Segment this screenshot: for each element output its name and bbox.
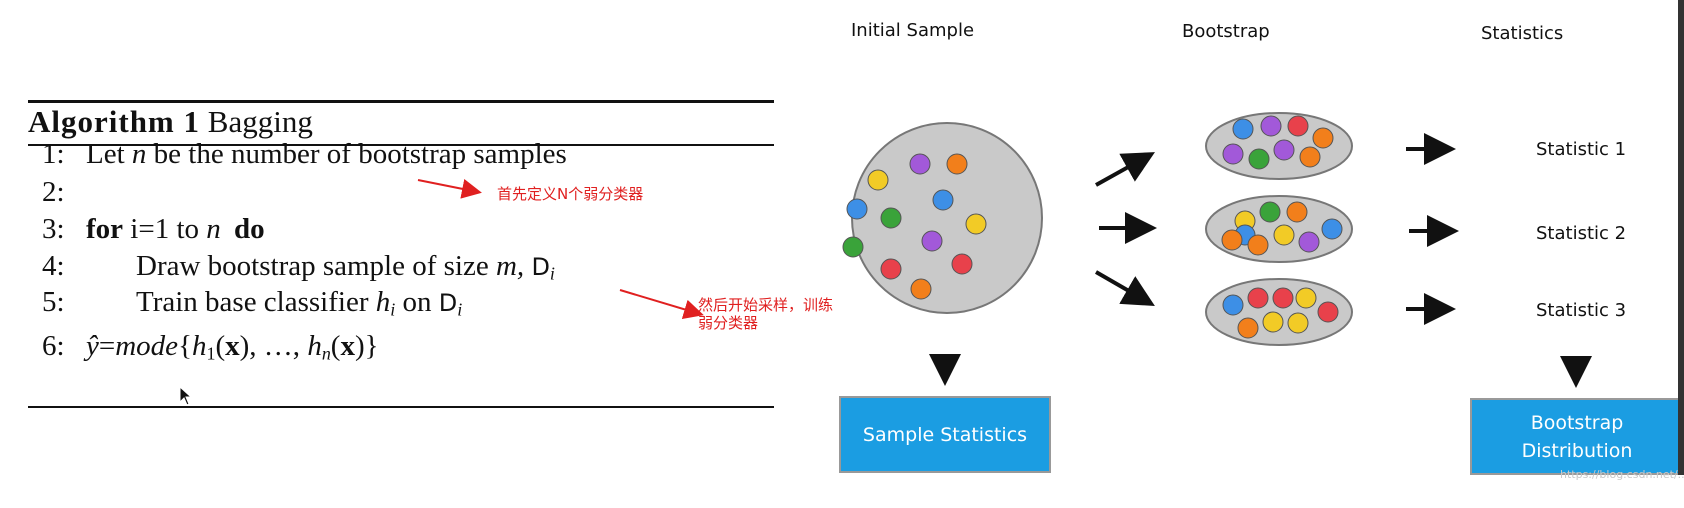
dot-blue bbox=[1232, 118, 1254, 140]
line-number: 1: bbox=[42, 138, 65, 170]
dot-green bbox=[842, 236, 864, 258]
line-number: 6: bbox=[42, 330, 65, 362]
line-1-text: Let n be the number of bootstrap samples bbox=[86, 138, 567, 170]
dot-yellow bbox=[867, 169, 889, 191]
algo-line-1: 1: Let n be the number of bootstrap sampl… bbox=[42, 138, 567, 171]
mid-rule bbox=[28, 144, 774, 146]
annotation-arrow-2 bbox=[619, 289, 704, 319]
line-number: 3: bbox=[42, 213, 65, 245]
header-bootstrap: Bootstrap bbox=[1182, 21, 1270, 42]
annotation-note-2-line2: 弱分类器 bbox=[698, 314, 759, 332]
watermark: https://blog.csdn.net/... bbox=[1560, 468, 1684, 481]
dot-yellow bbox=[1287, 312, 1309, 334]
dot-orange bbox=[1286, 201, 1308, 223]
statistic-2: Statistic 2 bbox=[1536, 223, 1627, 244]
dot-red bbox=[1247, 287, 1269, 309]
dot-purple bbox=[1273, 139, 1295, 161]
dot-orange bbox=[1221, 229, 1243, 251]
line-number: 5: bbox=[42, 286, 65, 318]
sample-statistics-box: Sample Statistics bbox=[839, 396, 1051, 473]
dot-orange bbox=[1237, 317, 1259, 339]
dot-purple bbox=[1260, 115, 1282, 137]
top-rule bbox=[28, 100, 774, 103]
algorithm-title: Algorithm 1 Bagging bbox=[28, 104, 313, 140]
dot-green bbox=[880, 207, 902, 229]
dot-orange bbox=[1312, 127, 1334, 149]
statistic-3: Statistic 3 bbox=[1536, 300, 1627, 321]
subscript: i bbox=[390, 299, 396, 320]
header-initial-sample: Initial Sample bbox=[851, 20, 975, 41]
dot-green bbox=[1248, 148, 1270, 170]
algo-line-5: 5:Train base classifier hi on Di bbox=[42, 286, 462, 320]
loop-range: i=1 to bbox=[130, 213, 200, 245]
distribution-label-line1: Bootstrap bbox=[1530, 411, 1624, 434]
dot-blue bbox=[932, 189, 954, 211]
keyword-for: for bbox=[86, 213, 124, 245]
dot-red bbox=[1272, 287, 1294, 309]
distribution-label-line2: Distribution bbox=[1521, 439, 1633, 462]
header-statistics: Statistics bbox=[1481, 23, 1564, 44]
line-5-text: Train base classifier bbox=[136, 286, 369, 318]
dot-orange bbox=[1299, 146, 1321, 168]
dataset-symbol: D bbox=[438, 289, 458, 317]
arrow-to-bootstrap-3 bbox=[1095, 270, 1155, 306]
dot-red bbox=[1317, 301, 1339, 323]
algorithm-label: Algorithm 1 bbox=[28, 104, 201, 139]
statistic-1: Statistic 1 bbox=[1536, 139, 1627, 160]
dot-yellow bbox=[965, 213, 987, 235]
algorithm-name: Bagging bbox=[207, 104, 313, 139]
subscript: i bbox=[457, 299, 463, 320]
dot-purple bbox=[909, 153, 931, 175]
mouse-cursor-icon bbox=[179, 386, 193, 406]
dot-orange bbox=[946, 153, 968, 175]
window-edge bbox=[1678, 0, 1684, 475]
dataset-symbol: D bbox=[531, 253, 550, 281]
line-number: 4: bbox=[42, 250, 65, 282]
dot-blue bbox=[1321, 218, 1343, 240]
dot-blue bbox=[846, 198, 868, 220]
keyword-do: do bbox=[234, 213, 265, 245]
subscript: i bbox=[549, 263, 555, 284]
dot-blue bbox=[1222, 294, 1244, 316]
loop-variable: n bbox=[206, 213, 221, 245]
dot-purple bbox=[1222, 143, 1244, 165]
annotation-arrows bbox=[417, 179, 704, 319]
dot-purple bbox=[921, 230, 943, 252]
arrow-to-bootstrap-1 bbox=[1095, 152, 1155, 187]
annotation-note-1: 首先定义N个弱分类器 bbox=[497, 185, 644, 203]
dot-green bbox=[1259, 201, 1281, 223]
classifier-symbol: h bbox=[375, 286, 391, 318]
initial-sample-dots bbox=[842, 153, 987, 300]
dot-yellow bbox=[1295, 287, 1317, 309]
dot-yellow bbox=[1262, 311, 1284, 333]
algo-line-2: 2: bbox=[42, 176, 86, 209]
bottom-rule bbox=[28, 406, 774, 408]
bootstrap-dots bbox=[1221, 115, 1343, 339]
algo-line-4: 4: Draw bootstrap sample of size m, Di bbox=[42, 250, 555, 284]
line-4-text: Draw bootstrap sample of size bbox=[136, 250, 489, 282]
dot-orange bbox=[910, 278, 932, 300]
sample-statistics-label: Sample Statistics bbox=[862, 423, 1028, 446]
algo-line-3: 3: for i=1 to n do bbox=[42, 213, 265, 246]
line-5-on: on bbox=[402, 286, 432, 318]
bootstrap-distribution-box: Bootstrap Distribution bbox=[1470, 398, 1684, 475]
dot-purple bbox=[1298, 231, 1320, 253]
algo-line-6: 6: ŷ=mode{h1(x), …, hn(x)} bbox=[42, 330, 379, 364]
dot-red bbox=[951, 253, 973, 275]
line-6-formula: ŷ=mode{h1(x), …, hn(x)} bbox=[86, 330, 379, 364]
dot-orange bbox=[1247, 234, 1269, 256]
annotation-arrow-1 bbox=[417, 179, 482, 199]
size-variable: m, bbox=[495, 250, 525, 282]
dot-red bbox=[1287, 115, 1309, 137]
annotation-note-2-line1: 然后开始采样，训练 bbox=[698, 296, 834, 314]
dot-red bbox=[880, 258, 902, 280]
dot-yellow bbox=[1273, 224, 1295, 246]
line-number: 2: bbox=[42, 176, 65, 208]
